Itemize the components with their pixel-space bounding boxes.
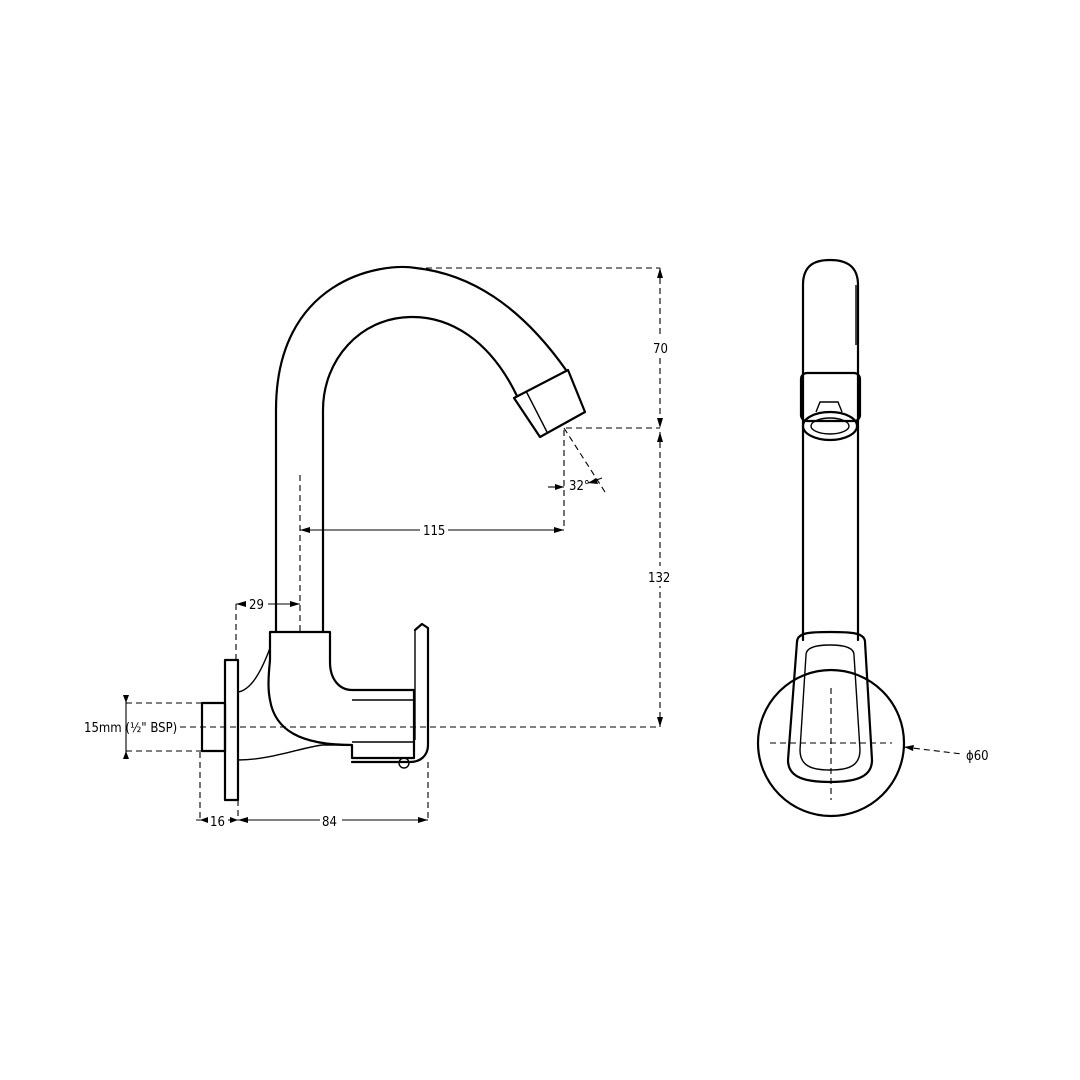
body-lower-curve [237,744,352,761]
front-flange [756,668,906,818]
wall-flange [223,658,240,802]
body-neck-join [237,647,271,693]
front-spout-tube [801,258,860,642]
spout-inner-edge [321,315,519,634]
cartridge-cap [352,699,414,743]
dim-label-inlet-size: 15mm (½" BSP) [84,721,177,736]
front-view [756,258,963,818]
lever-handle [350,622,430,764]
dim-label-flange-diameter: ϕ60 [966,749,989,764]
drain-knob [398,757,410,769]
dim-label-spout-rise: 70 [653,342,668,357]
dimension-lines [123,268,663,823]
dimension-labels: 70 132 115 32° 29 15mm (½" BSP) 16 84 ϕ6… [84,338,989,830]
dim-label-wall-projection: 16 [210,815,225,830]
aerator-nozzle [512,368,587,439]
front-handle [786,630,874,784]
dim-label-body-length: 84 [322,815,337,830]
spout-outer-edge [274,265,568,634]
front-aerator-band [799,371,862,423]
front-aerator-outlet [801,410,859,442]
dim-label-outlet-height: 132 [648,571,670,586]
dim-label-spout-angle: 32° [569,479,590,494]
side-view [180,265,660,820]
dim-label-pipe-offset: 29 [249,598,264,613]
dim-label-spout-reach: 115 [423,524,445,539]
body-neck [267,630,416,760]
